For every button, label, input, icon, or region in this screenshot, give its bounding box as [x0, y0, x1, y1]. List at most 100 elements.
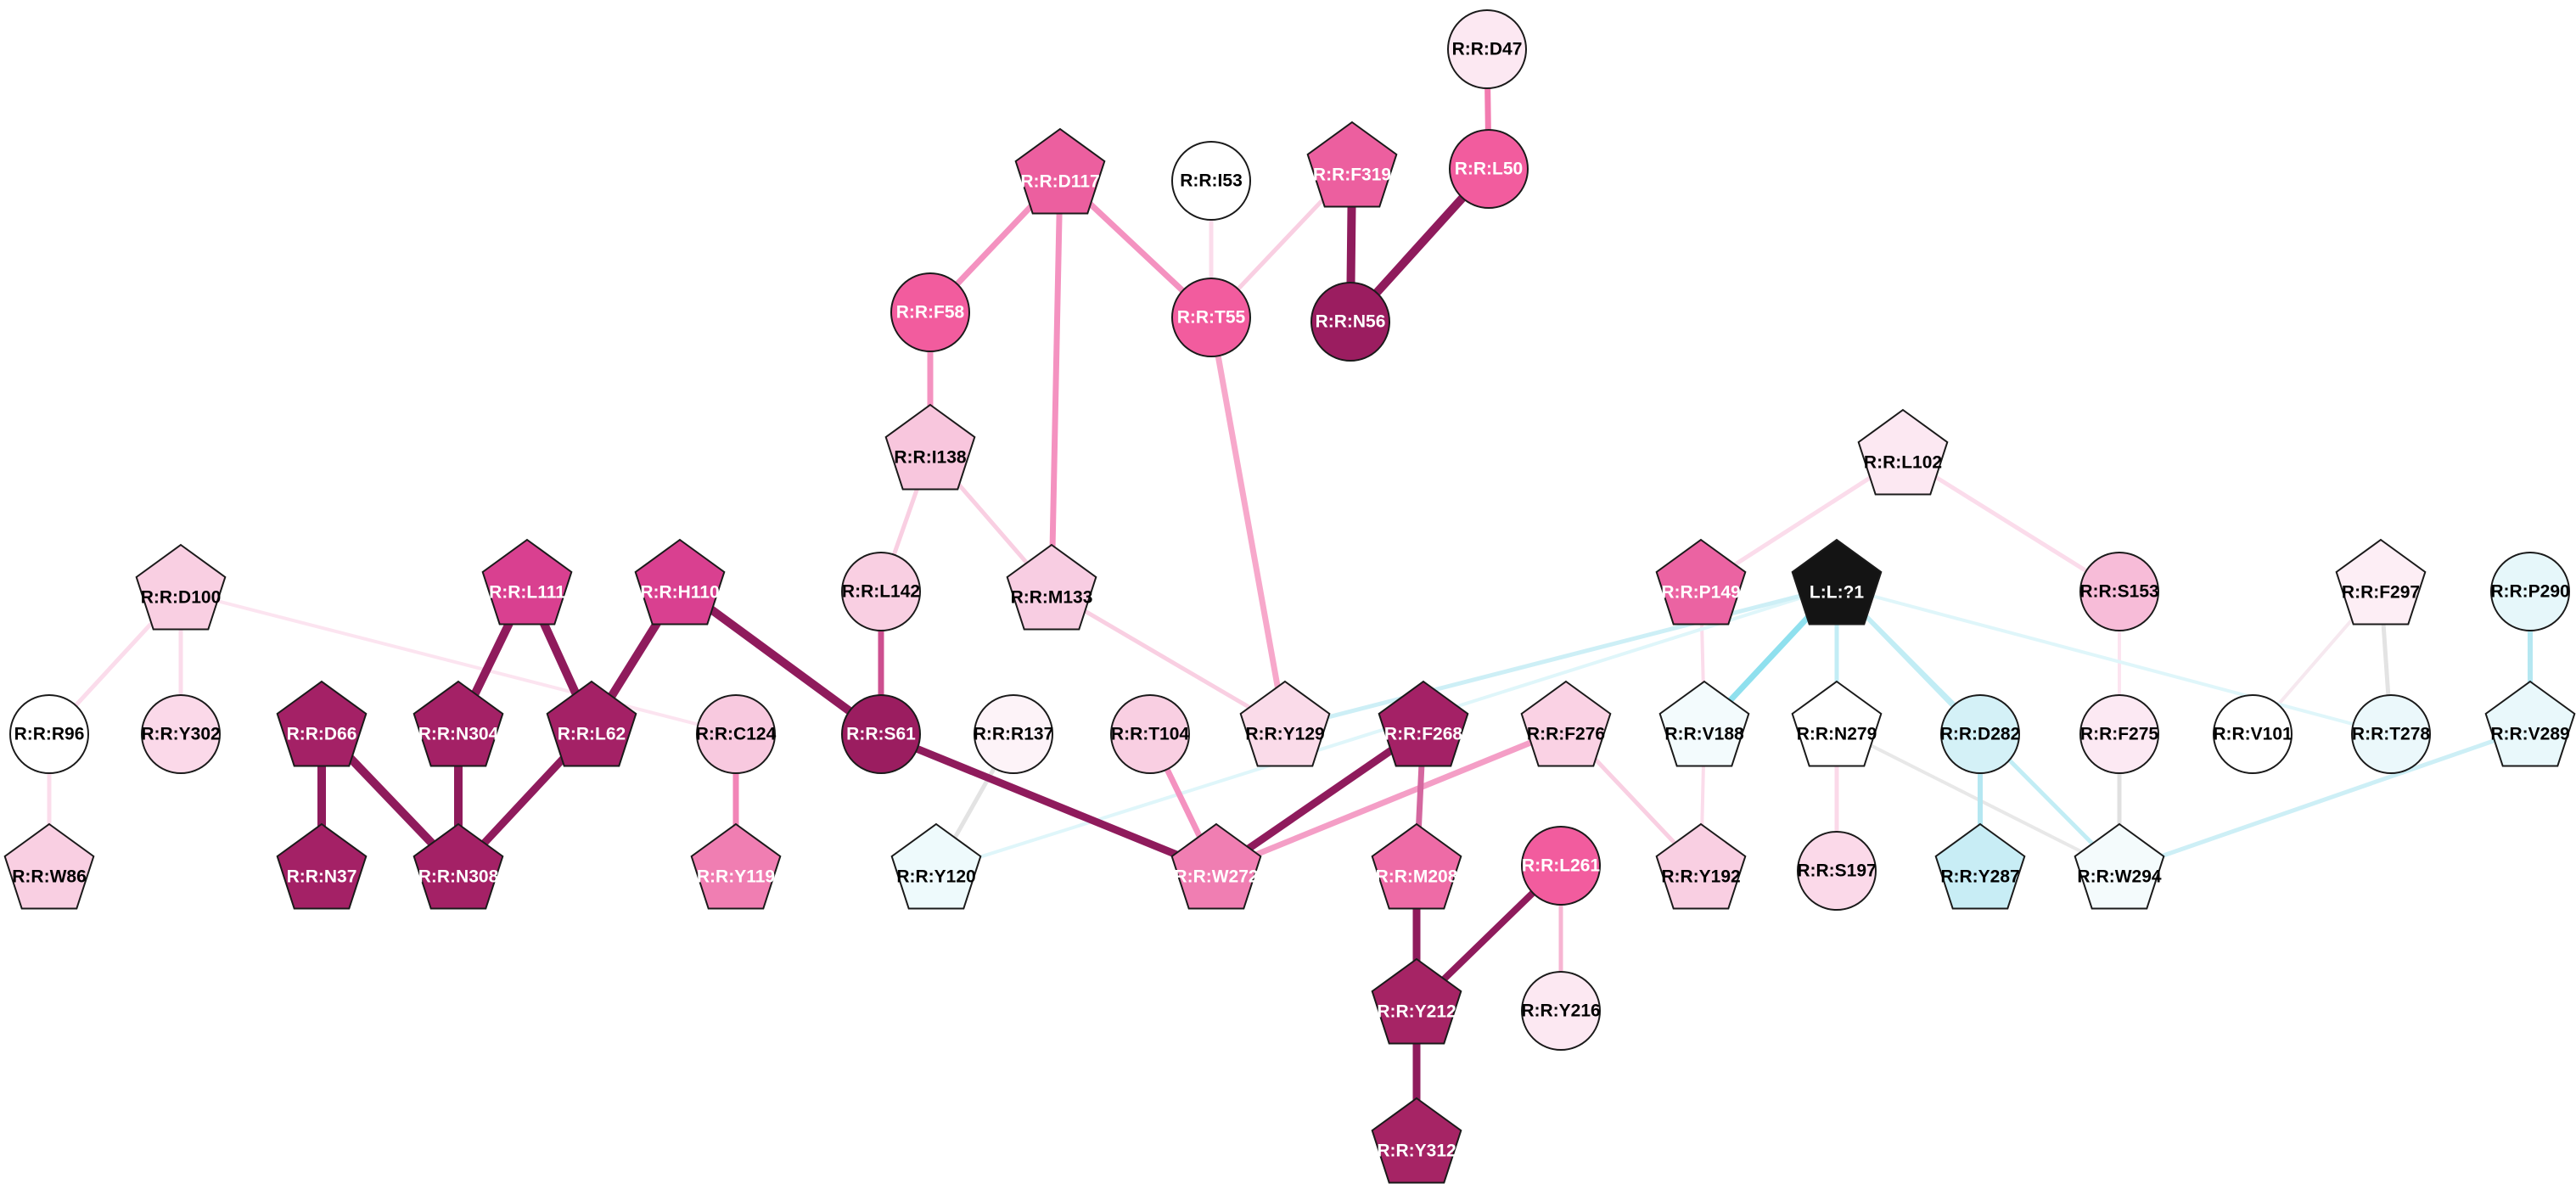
edge-r-r-d100--r-r-c124: [179, 590, 738, 736]
node-shape-pentagon: [2484, 680, 2576, 767]
node-r-r-n279: R:R:N279: [1791, 680, 1883, 767]
node-shape-circle: [1940, 694, 2020, 774]
node-r-r-s61: R:R:S61: [841, 694, 921, 774]
node-shape-circle: [2490, 552, 2570, 631]
node-r-r-w86: R:R:W86: [3, 822, 95, 910]
node-l-l-1: L:L:?1: [1791, 538, 1883, 626]
node-r-r-t104: R:R:T104: [1110, 694, 1190, 774]
node-shape-pentagon: [1170, 822, 1262, 910]
node-shape-pentagon: [1239, 680, 1331, 767]
node-shape-pentagon: [1306, 121, 1398, 208]
node-r-r-r96: R:R:R96: [9, 694, 89, 774]
node-shape-pentagon: [690, 822, 782, 910]
edge-l-l-1--r-r-t278: [1835, 585, 2393, 736]
node-r-r-w272: R:R:W272: [1170, 822, 1262, 910]
node-shape-circle: [2079, 552, 2159, 631]
node-r-r-l261: R:R:L261: [1521, 826, 1601, 906]
node-shape-circle: [141, 694, 221, 774]
node-shape-circle: [1110, 694, 1190, 774]
node-shape-pentagon: [1857, 408, 1949, 496]
node-shape-circle: [1521, 971, 1601, 1051]
node-shape-circle: [890, 272, 970, 352]
node-r-r-v101: R:R:V101: [2213, 694, 2293, 774]
node-r-r-r137: R:R:R137: [974, 694, 1053, 774]
edge-r-r-f268--r-r-w272: [1212, 724, 1428, 875]
edge-r-r-w272--r-r-f276: [1213, 725, 1569, 874]
node-shape-pentagon: [634, 538, 726, 626]
node-shape-pentagon: [1791, 538, 1883, 626]
node-shape-circle: [974, 694, 1053, 774]
edge-r-r-h110--r-r-s61: [676, 582, 885, 738]
node-r-r-y120: R:R:Y120: [890, 822, 982, 910]
node-shape-circle: [1449, 129, 1529, 209]
node-r-r-d47: R:R:D47: [1447, 9, 1527, 89]
edge-r-r-m133--r-r-y129: [1049, 589, 1288, 731]
node-r-r-t55: R:R:T55: [1171, 278, 1251, 357]
node-shape-pentagon: [1934, 822, 2026, 910]
node-shape-pentagon: [412, 680, 504, 767]
node-shape-pentagon: [481, 538, 573, 626]
node-r-r-c124: R:R:C124: [696, 694, 777, 774]
node-shape-circle: [1521, 826, 1601, 906]
node-r-r-n37: R:R:N37: [276, 822, 368, 910]
edge-r-r-v289--r-r-w294: [2117, 726, 2533, 873]
node-r-r-t278: R:R:T278: [2351, 694, 2431, 774]
node-r-r-i53: R:R:I53: [1171, 141, 1251, 221]
node-r-r-s197: R:R:S197: [1797, 831, 1877, 911]
node-r-r-l62: R:R:L62: [546, 680, 637, 767]
node-shape-pentagon: [276, 680, 368, 767]
node-shape-pentagon: [1378, 680, 1469, 767]
node-shape-circle: [2079, 694, 2159, 774]
edge-r-r-s61--r-r-w272: [877, 730, 1221, 875]
node-r-r-d117: R:R:D117: [1014, 127, 1106, 215]
node-shape-circle: [841, 694, 921, 774]
node-shape-pentagon: [1655, 822, 1747, 910]
node-shape-pentagon: [1006, 543, 1097, 631]
node-shape-pentagon: [135, 543, 227, 631]
node-shape-circle: [1310, 282, 1390, 362]
node-shape-pentagon: [1371, 1097, 1462, 1184]
node-shape-pentagon: [1371, 822, 1462, 910]
node-shape-pentagon: [884, 403, 976, 491]
node-shape-circle: [1171, 278, 1251, 357]
node-r-r-l111: R:R:L111: [481, 538, 573, 626]
node-r-r-p290: R:R:P290: [2490, 552, 2570, 631]
node-r-r-f58: R:R:F58: [890, 272, 970, 352]
node-r-r-f276: R:R:F276: [1520, 680, 1612, 767]
node-shape-circle: [2351, 694, 2431, 774]
node-r-r-l102: R:R:L102: [1857, 408, 1949, 496]
node-r-r-l50: R:R:L50: [1449, 129, 1529, 209]
node-shape-circle: [841, 552, 921, 631]
node-r-r-f268: R:R:F268: [1378, 680, 1469, 767]
node-r-r-n56: R:R:N56: [1310, 282, 1390, 362]
node-shape-pentagon: [1371, 957, 1462, 1045]
node-r-r-p149: R:R:P149: [1655, 538, 1747, 626]
node-shape-pentagon: [546, 680, 637, 767]
node-shape-circle: [2213, 694, 2293, 774]
node-shape-pentagon: [1655, 538, 1747, 626]
node-shape-circle: [1171, 141, 1251, 221]
node-r-r-d66: R:R:D66: [276, 680, 368, 767]
node-r-r-v289: R:R:V289: [2484, 680, 2576, 767]
node-shape-pentagon: [1520, 680, 1612, 767]
node-r-r-f275: R:R:F275: [2079, 694, 2159, 774]
node-r-r-d282: R:R:D282: [1940, 694, 2020, 774]
node-shape-pentagon: [412, 822, 504, 910]
node-shape-circle: [9, 694, 89, 774]
node-shape-circle: [1797, 831, 1877, 911]
node-r-r-m208: R:R:M208: [1371, 822, 1462, 910]
node-shape-pentagon: [890, 822, 982, 910]
node-shape-pentagon: [276, 822, 368, 910]
edge-l-l-1--r-r-y129: [1282, 584, 1839, 731]
node-r-r-n304: R:R:N304: [412, 680, 504, 767]
node-shape-pentagon: [2335, 538, 2427, 626]
node-r-r-y287: R:R:Y287: [1934, 822, 2026, 910]
node-r-r-f319: R:R:F319: [1306, 121, 1398, 208]
node-r-r-y216: R:R:Y216: [1521, 971, 1601, 1051]
node-r-r-y129: R:R:Y129: [1239, 680, 1331, 767]
node-r-r-y302: R:R:Y302: [141, 694, 221, 774]
node-r-r-l142: R:R:L142: [841, 552, 921, 631]
node-shape-pentagon: [1791, 680, 1883, 767]
